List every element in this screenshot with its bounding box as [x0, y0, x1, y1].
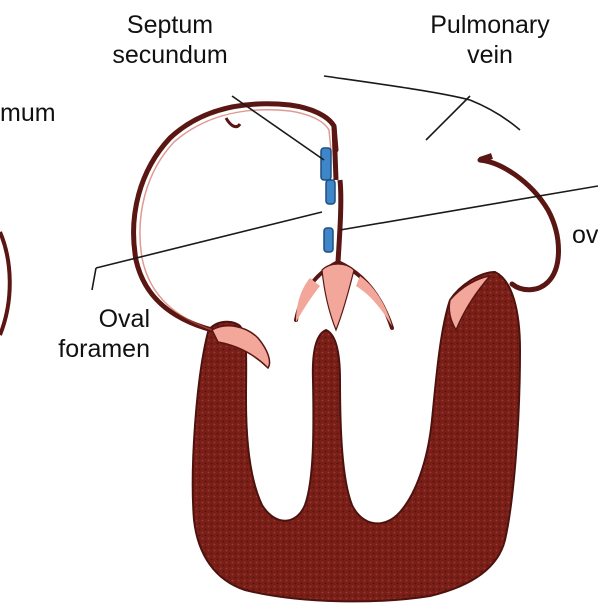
- septum-secundum-blue-upper: [321, 148, 331, 180]
- leader-oval-foramen: [96, 212, 322, 268]
- label-oval-foramen-line1: Oval: [0, 304, 150, 334]
- label-pulmonary-vein: Pulmonary vein: [400, 10, 580, 70]
- label-septum-secundum: Septum secundum: [80, 10, 260, 70]
- label-oval-foramen: Oval foramen: [0, 304, 150, 364]
- label-septum-secundum-line2: secundum: [80, 40, 260, 70]
- leader-pulmonary-vein: [426, 96, 470, 140]
- label-pulmonary-vein-line1: Pulmonary: [400, 10, 580, 40]
- septum-upper: [334, 126, 336, 180]
- label-pulmonary-vein-line2: vein: [400, 40, 580, 70]
- septum-lower: [338, 180, 341, 262]
- label-septum-secundum-line1: Septum: [80, 10, 260, 40]
- label-septum-primum-partial: mum: [0, 98, 56, 128]
- septum-blue-lower: [324, 228, 333, 252]
- leader-right-cut: [340, 186, 598, 230]
- central-cushion-pink: [322, 264, 354, 330]
- central-cushion-left-flap: [296, 278, 320, 322]
- label-right-cut-partial: ov: [572, 220, 598, 250]
- pulmonary-vein-line: [324, 76, 520, 130]
- label-oval-foramen-line2: foramen: [0, 334, 150, 364]
- atrial-wall-nub: [226, 118, 240, 127]
- leader-oval-foramen-tick: [92, 268, 96, 290]
- pulmonary-vein-opening: [480, 156, 492, 160]
- ventricle-myocardium: [193, 272, 520, 601]
- septum-primum-blue-mid: [326, 180, 335, 204]
- atrial-wall-right: [480, 160, 559, 290]
